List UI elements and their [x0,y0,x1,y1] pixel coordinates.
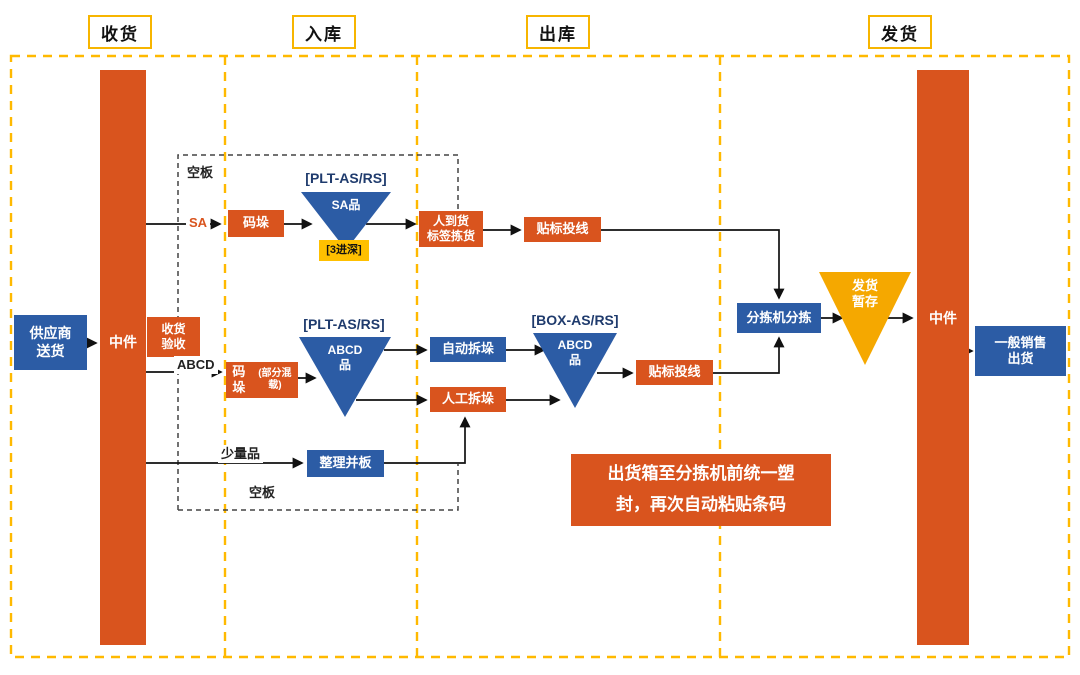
box-asrs-item: ABCD 品 [557,338,593,367]
labeling-line-1-box: 贴标投线 [524,217,601,242]
palletize-abcd-line2: (部分混载) [258,368,292,391]
small-qty-label: 少量品 [218,445,264,463]
man-to-goods-picking-box: 人到货 标签拣货 [419,211,483,247]
flow-arrows [86,218,974,469]
manual-depalletize-box: 人工拆垛 [430,387,506,412]
plt-asrs-sa-title: [PLT-AS/RS] [305,170,387,186]
phase-header-outbound: 出库 [526,15,590,49]
phase-header-receiving: 收货 [88,15,152,49]
receiving-bar-label: 中件 [109,334,137,350]
receiving-conveyor-bar: 中件 [100,70,146,645]
supplier-delivery-box: 供应商 送货 [14,315,87,370]
plt-asrs-sa-item: SA品 [331,198,361,212]
palletize-abcd-line1: 码垛 [232,363,246,395]
auto-depalletize-box: 自动拆垛 [430,337,506,362]
empty-pallet-bottom-label: 空板 [246,484,279,502]
plt-asrs-abcd-item: ABCD 品 [327,343,363,372]
box-asrs-title: [BOX-AS/RS] [531,312,619,328]
plt-asrs-abcd-title: [PLT-AS/RS] [303,316,385,332]
palletize-abcd-box: 码垛 (部分混载) [226,362,298,398]
sealing-note-box: 出货箱至分拣机前统一塑 封，再次自动粘贴条码 [571,454,831,526]
empty-pallet-top-label: 空板 [184,164,217,182]
consolidate-pallet-box: 整理并板 [307,450,384,477]
labeling-line-2-box: 贴标投线 [636,360,713,385]
sa-flow-label: SA [186,214,211,232]
shipping-conveyor-bar: 中件 [917,70,969,645]
shipping-buffer-label: 发货 暂存 [851,278,878,310]
three-depth-box: [3进深] [319,240,369,261]
general-sales-shipment-box: 一般销售 出货 [975,326,1066,376]
abcd-flow-label: ABCD [174,356,218,374]
shipping-bar-label: 中件 [929,310,957,326]
receiving-inspection-box: 收货 验收 [147,317,200,357]
phase-header-inbound: 入库 [292,15,356,49]
sorter-box: 分拣机分拣 [737,303,821,333]
phase-header-shipping: 发货 [868,15,932,49]
palletize-sa-box: 码垛 [228,210,284,237]
